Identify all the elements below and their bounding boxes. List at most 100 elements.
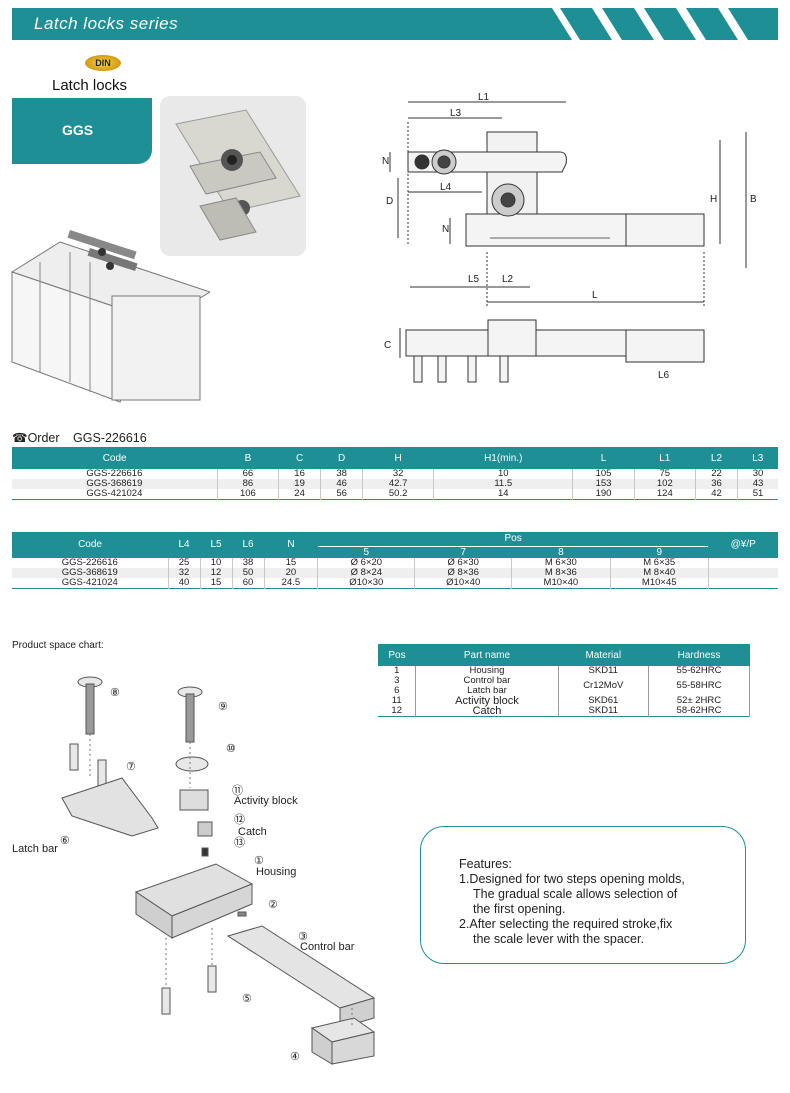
order-line: ☎Order GGS-226616 xyxy=(12,430,147,445)
order-code: GGS-226616 xyxy=(73,431,147,445)
pos-3-marker: ③ xyxy=(298,931,308,943)
table-cell: 15 xyxy=(264,557,319,568)
pos-13-marker: ⑬ xyxy=(234,836,245,849)
dim-l6: L6 xyxy=(658,370,670,381)
dim-d: D xyxy=(386,196,393,207)
table3-header: Part name xyxy=(415,644,559,666)
table-cell: 1 xyxy=(378,666,417,676)
dim-l5: L5 xyxy=(468,274,480,285)
pos-7-marker: ⑦ xyxy=(126,761,136,773)
pos-4-marker: ④ xyxy=(290,1051,300,1063)
table-cell: GGS-368619 xyxy=(12,567,169,578)
table1-header: L xyxy=(572,447,635,469)
table-cell: Cr12MoV xyxy=(558,676,650,696)
dimension-table-2: Code L4 L5 L6 N Pos @¥/P 5 7 8 9 GGS-226… xyxy=(12,532,778,589)
product-tab-label: GGS xyxy=(62,122,94,138)
table2-header-row: Code L4 L5 L6 N Pos @¥/P xyxy=(12,532,778,558)
table-cell: 10 xyxy=(200,557,233,568)
table-cell: 105 xyxy=(572,469,635,479)
feature-line: 2.After selecting the required stroke,fi… xyxy=(459,917,673,931)
table-cell: GGS-421024 xyxy=(12,577,169,588)
table-cell: 38 xyxy=(232,557,265,568)
pos-5-marker: ⑤ xyxy=(242,993,252,1005)
table-cell: 106 xyxy=(217,489,280,500)
table-cell: 153 xyxy=(572,479,635,489)
table-cell: 66 xyxy=(217,469,280,479)
table-cell: 19 xyxy=(278,479,322,489)
table-cell: 42.7 xyxy=(362,479,435,489)
latch-bar-label: Latch bar xyxy=(12,843,58,855)
dim-b: B xyxy=(750,194,757,205)
header-banner: Latch locks series xyxy=(12,8,778,40)
table1-header: L1 xyxy=(634,447,696,469)
dim-l1: L1 xyxy=(478,92,490,103)
table-cell: GGS-226616 xyxy=(12,469,218,479)
table-cell: 10 xyxy=(433,469,574,479)
table-cell: M 8×40 xyxy=(610,567,709,578)
catch-label: Catch xyxy=(238,826,267,838)
table-cell: Ø10×40 xyxy=(414,577,513,588)
table-cell: 11 xyxy=(378,696,417,706)
dim-l3: L3 xyxy=(450,108,462,119)
features-text: Features: 1.Designed for two steps openi… xyxy=(459,857,685,947)
table-cell: M 8×36 xyxy=(511,567,611,578)
table-cell: 124 xyxy=(634,489,696,500)
din-badge: DIN xyxy=(85,55,121,71)
table-cell: 86 xyxy=(217,479,280,489)
table-cell: Catch xyxy=(415,706,559,717)
table-cell: GGS-421024 xyxy=(12,489,218,500)
pos-6-marker: ⑥ xyxy=(60,835,70,847)
table-row: 3 Control bar Cr12MoV 55-58HRC xyxy=(378,676,750,696)
table1-header: H xyxy=(362,447,434,469)
dim-c: C xyxy=(384,340,391,351)
table2-subheader-row: 5 7 8 9 xyxy=(12,546,778,558)
feature-line: the first opening. xyxy=(473,902,566,916)
table1-header: B xyxy=(217,447,279,469)
table-cell: 14 xyxy=(433,489,574,500)
table2-header: L5 xyxy=(200,532,233,558)
table-cell: 30 xyxy=(752,468,764,479)
table-row: GGS-421024 106 24 56 50.2 14 190 124 42 … xyxy=(12,489,778,500)
table3-header: Pos xyxy=(378,644,416,666)
table3-header-row: Pos Part name Material Hardness xyxy=(378,644,750,666)
table-cell: 15 xyxy=(200,577,233,588)
dimension-table-1: Code B C D H H1(min.) L L1 L2 L3 GGS-226… xyxy=(12,447,778,500)
control-bar-label: Control bar xyxy=(300,941,355,953)
dim-n-bottom: N xyxy=(442,224,449,235)
table1-header: D xyxy=(320,447,363,469)
table-cell: SKD11 xyxy=(558,706,650,717)
table-cell: 46 xyxy=(320,479,364,489)
table-row: GGS-368619 86 19 46 42.7 11.5 153 102 36… xyxy=(12,479,778,489)
table-cell xyxy=(708,578,778,589)
table-cell: Control bar xyxy=(415,676,559,686)
table2-header: L6 xyxy=(232,532,264,558)
table-cell xyxy=(708,567,778,578)
order-label: Order xyxy=(27,431,60,445)
table-cell: 24.5 xyxy=(264,577,319,588)
materials-table: Pos Part name Material Hardness 1 Housin… xyxy=(378,644,750,717)
table-cell: 56 xyxy=(320,489,364,500)
activity-block-label: Activity block xyxy=(234,795,298,807)
table-cell: M10×45 xyxy=(610,577,709,588)
table-row: 12 Catch SKD11 58-62HRC xyxy=(378,706,750,717)
pos-12-marker: ⑫ xyxy=(234,813,245,826)
table-cell: 6 xyxy=(378,686,417,696)
table-cell: M 6×35 xyxy=(610,557,709,568)
table-cell: Housing xyxy=(415,666,559,676)
table-cell: 51 xyxy=(752,488,764,499)
table-cell: 32 xyxy=(362,469,435,479)
table2-pos-header: 8 xyxy=(511,546,611,558)
pos-1-marker: ① xyxy=(254,855,264,867)
pos-2-marker: ② xyxy=(268,899,278,911)
feature-line: the scale lever with the spacer. xyxy=(473,932,644,946)
exploded-view: ⑧ ⑨ ⑦ ⑩ ⑪ ⑫ ⑬ ① ② ③ ⑤ ⑥ ④ Activity block… xyxy=(12,676,376,1065)
table1-header: H1(min.) xyxy=(433,447,573,469)
table-cell: 38 xyxy=(320,469,364,479)
features-title: Features: xyxy=(459,857,512,871)
pos-8-marker: ⑧ xyxy=(110,687,120,699)
dim-l2: L2 xyxy=(502,274,514,285)
table-cell: 22 xyxy=(695,469,739,479)
table-row: 1 Housing SKD11 55-62HRC xyxy=(378,666,750,676)
table-row: GGS-226616 25 10 38 15 Ø 6×20 Ø 6×30 M 6… xyxy=(12,557,778,568)
table2-header: N xyxy=(264,532,318,558)
